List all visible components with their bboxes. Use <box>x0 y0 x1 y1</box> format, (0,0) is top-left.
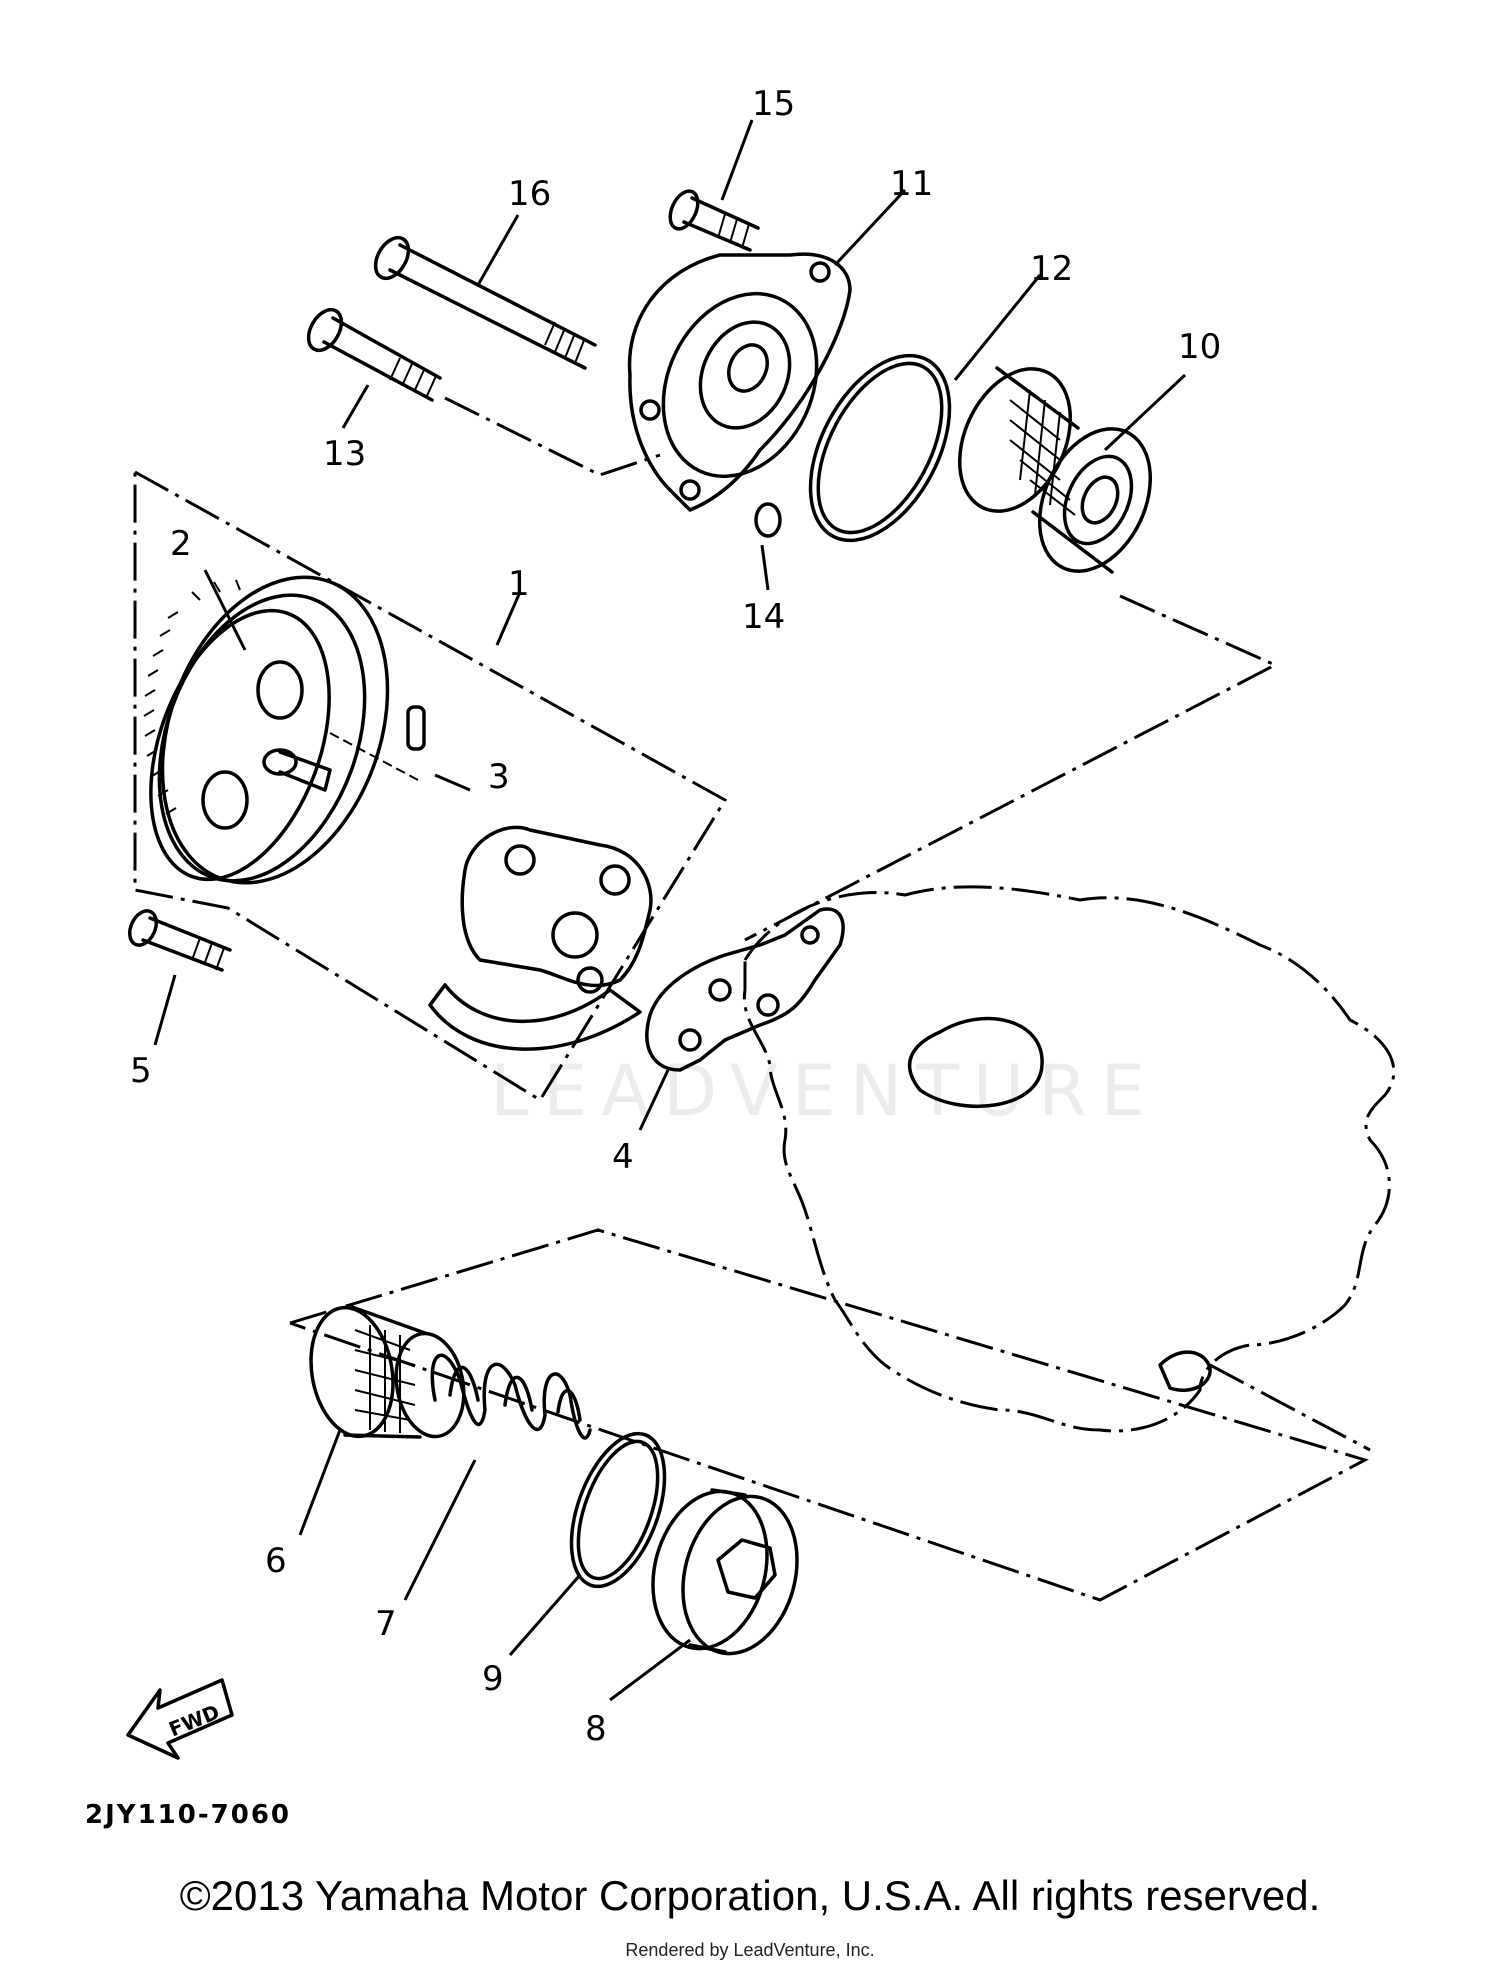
crankcase-outline <box>742 885 1396 1433</box>
fwd-label: FWD <box>165 1700 223 1742</box>
callout-2: 2 <box>170 524 192 564</box>
callout-14: 14 <box>742 597 785 637</box>
bolt-part-15 <box>668 189 760 252</box>
long-bolt-part-16 <box>373 235 597 370</box>
callout-3: 3 <box>488 757 510 797</box>
cover-bolt-line <box>444 396 661 477</box>
spring-part-7 <box>430 1353 592 1440</box>
gasket-part-4 <box>645 907 845 1072</box>
bolt-part-5 <box>127 909 232 972</box>
oil-pump-rotor-assembly <box>428 825 653 1051</box>
callout-6: 6 <box>265 1541 287 1581</box>
callout-4: 4 <box>612 1137 634 1177</box>
crankcase-drain-boss <box>1158 1350 1212 1392</box>
diagram-reference-code: 2JY110-7060 <box>85 1800 291 1830</box>
drain-to-crankcase-line <box>1209 1363 1371 1452</box>
callout-8: 8 <box>585 1709 607 1749</box>
drain-plug-part-8 <box>651 1488 799 1656</box>
callout-1: 1 <box>508 564 530 604</box>
rendered-by-notice: Rendered by LeadVenture, Inc. <box>625 1940 875 1960</box>
callout-10: 10 <box>1178 327 1221 367</box>
small-o-ring-part-14 <box>754 502 782 538</box>
callout-13: 13 <box>323 434 366 474</box>
strainer-assembly-outline <box>289 1228 1369 1602</box>
strainer-part-6 <box>309 1305 466 1439</box>
oil-filter-element-part-10 <box>957 366 1153 574</box>
filter-to-crankcase-line <box>744 594 1279 942</box>
crankcase-bore <box>908 1016 1044 1108</box>
forward-direction-arrow: FWD <box>126 1678 234 1760</box>
callout-16: 16 <box>508 174 551 214</box>
callout-9: 9 <box>482 1659 504 1699</box>
filter-cover-part-11 <box>627 252 852 512</box>
o-ring-part-9 <box>569 1431 667 1589</box>
callout-11: 11 <box>890 164 933 204</box>
callout-15: 15 <box>752 84 795 124</box>
callout-12: 12 <box>1030 249 1073 289</box>
watermark-text: LEADVENTURE <box>490 1050 1159 1132</box>
pump-gear-part-2 <box>143 575 390 885</box>
copyright-notice: ©2013 Yamaha Motor Corporation, U.S.A. A… <box>179 1872 1321 1919</box>
dowel-pin-part-3 <box>329 705 426 781</box>
callout-5: 5 <box>130 1051 152 1091</box>
callout-7: 7 <box>375 1604 397 1644</box>
o-ring-part-12 <box>808 353 952 543</box>
short-bolt-part-13 <box>306 307 442 402</box>
